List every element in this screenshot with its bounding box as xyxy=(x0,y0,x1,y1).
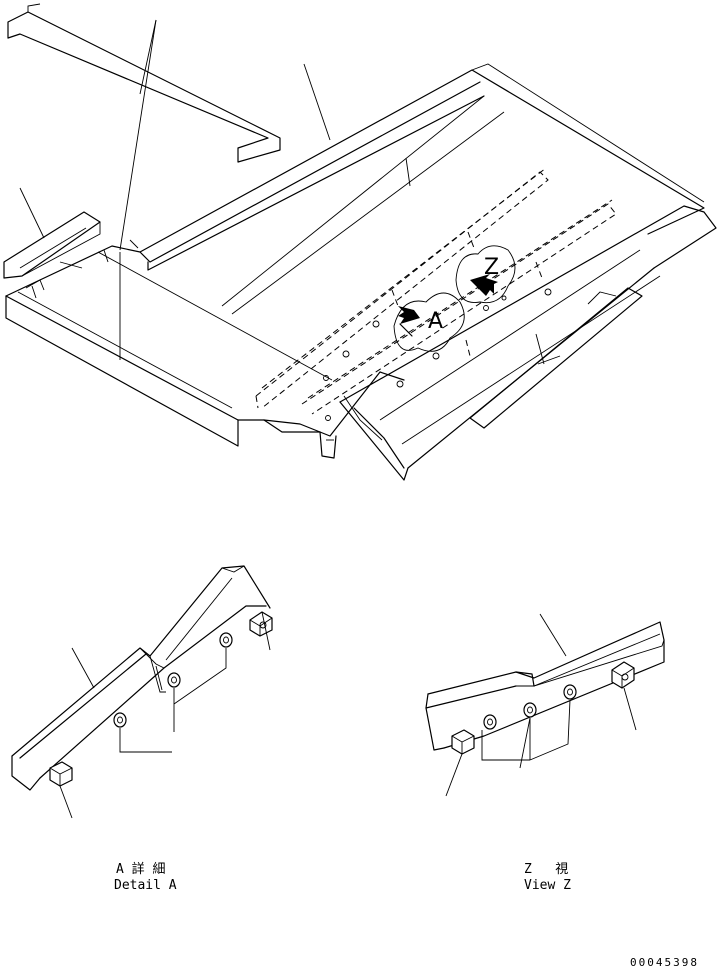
callout-a-letter: A xyxy=(428,309,443,334)
leader-lines-main xyxy=(19,19,331,251)
callout-z-letter: Z xyxy=(484,255,499,280)
view-z-nut-2 xyxy=(611,661,635,689)
detail-a-nut-1 xyxy=(49,761,73,787)
view-z-drawing xyxy=(425,613,665,797)
left-cover-plate xyxy=(3,211,101,279)
detail-a-nut-2 xyxy=(249,611,273,637)
callout-detail-a: A xyxy=(393,292,465,352)
top-frame-part xyxy=(7,3,281,163)
view-z-washers xyxy=(483,684,577,730)
detail-a-caption-en: Detail A xyxy=(114,878,177,893)
hidden-channels xyxy=(255,167,617,415)
detail-a-caption-jp: A 詳 細 xyxy=(116,862,166,877)
detail-a-drawing xyxy=(11,565,273,819)
view-z-nut-1 xyxy=(451,729,475,755)
view-z-caption-jp: Z 視 xyxy=(524,862,569,877)
view-z-caption-en: View Z xyxy=(524,878,571,893)
callout-view-z: Z xyxy=(455,245,516,304)
lower-channel xyxy=(339,205,717,481)
document-number: 00045398 xyxy=(630,956,699,969)
main-deck xyxy=(5,63,705,459)
detail-a-washers xyxy=(113,632,233,728)
bolt-holes xyxy=(323,288,552,421)
main-assembly: A Z xyxy=(3,3,717,481)
